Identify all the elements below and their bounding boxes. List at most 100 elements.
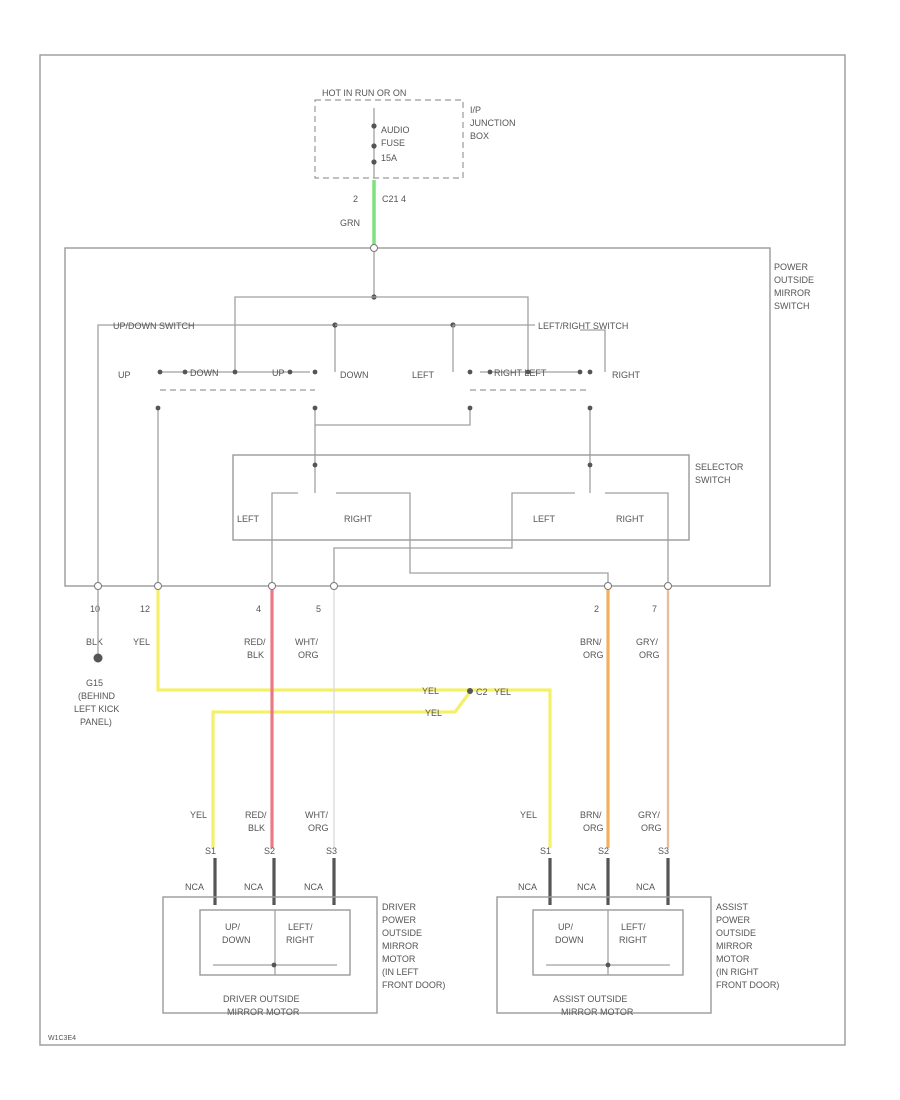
footer-code: W1C3E4 bbox=[48, 1035, 76, 1042]
pass-motor-a-2: DOWN bbox=[555, 935, 584, 945]
switch-label-1: POWER bbox=[774, 262, 809, 272]
yellow-wire-switch-to-splice bbox=[156, 590, 552, 848]
pass-neg-label: NCA bbox=[636, 882, 655, 892]
driver-title-1: DRIVER OUTSIDE bbox=[223, 994, 300, 1004]
ground-line-2: LEFT KICK bbox=[74, 704, 119, 714]
switch-label-4: SWITCH bbox=[774, 301, 810, 311]
pos-down-label: DOWN bbox=[190, 368, 219, 378]
selector-label-2: SWITCH bbox=[695, 475, 731, 485]
selector-label-1: SELECTOR bbox=[695, 462, 744, 472]
wire-color-label: ORG bbox=[298, 650, 319, 660]
wire-color-label: RED/ bbox=[244, 637, 266, 647]
feed-pin: 2 bbox=[353, 194, 358, 204]
driver-pin-label: S3 bbox=[326, 846, 337, 856]
pos-right-label: RIGHT bbox=[612, 370, 641, 380]
driver-wire-label: BLK bbox=[248, 823, 265, 833]
driver-wire-label: RED/ bbox=[245, 810, 267, 820]
pos-up2-label: UP bbox=[272, 368, 285, 378]
driver-wire-label: ORG bbox=[308, 823, 329, 833]
driver-side-label: MIRROR bbox=[382, 941, 419, 951]
pass-wire-label: GRY/ bbox=[638, 810, 660, 820]
splice-wire-a: YEL bbox=[422, 686, 439, 696]
pass-side-label: ASSIST bbox=[716, 902, 749, 912]
pass-motor-b-1: LEFT/ bbox=[621, 922, 646, 932]
selector-right-b: RIGHT bbox=[616, 514, 645, 524]
pass-motor-b-2: RIGHT bbox=[619, 935, 648, 945]
pin-label: 10 bbox=[90, 604, 100, 614]
feed-connector: C21 4 bbox=[382, 194, 406, 204]
ground-line-3: PANEL) bbox=[80, 717, 112, 727]
hot-label: HOT IN RUN OR ON bbox=[322, 88, 406, 98]
pin-label: 7 bbox=[652, 604, 657, 614]
pass-neg-label: NCA bbox=[577, 882, 596, 892]
pin-label: 12 bbox=[140, 604, 150, 614]
pin-label: 2 bbox=[594, 604, 599, 614]
pin-label: 5 bbox=[316, 604, 321, 614]
pos-left2-label: RIGHT LEFT bbox=[494, 368, 547, 378]
junction-label-2: JUNCTION bbox=[470, 118, 516, 128]
driver-mirror-box bbox=[162, 896, 378, 1014]
pass-pin-label: S3 bbox=[658, 846, 669, 856]
driver-title-2: MIRROR MOTOR bbox=[227, 1007, 300, 1017]
splice-dot bbox=[467, 688, 473, 694]
ground-icon bbox=[93, 653, 103, 663]
mirror-switch-box bbox=[64, 247, 771, 587]
pos-up-label: UP bbox=[118, 370, 131, 380]
wire-color-label: WHT/ bbox=[295, 637, 318, 647]
driver-neg-label: NCA bbox=[304, 882, 323, 892]
driver-neg-label: NCA bbox=[185, 882, 204, 892]
wire-color-label: ORG bbox=[639, 650, 660, 660]
driver-motor-b-2: RIGHT bbox=[286, 935, 315, 945]
selector-left-a: LEFT bbox=[237, 514, 260, 524]
driver-side-label: FRONT DOOR) bbox=[382, 980, 445, 990]
pass-pin-label: S2 bbox=[598, 846, 609, 856]
driver-side-label: OUTSIDE bbox=[382, 928, 422, 938]
fuse-label-1: AUDIO bbox=[381, 125, 410, 135]
selector-switch-box bbox=[232, 454, 690, 541]
splice-wire-c: YEL bbox=[425, 708, 442, 718]
pass-side-label: POWER bbox=[716, 915, 751, 925]
pos-left-label: LEFT bbox=[412, 370, 435, 380]
wire-color-label: YEL bbox=[133, 637, 150, 647]
driver-wire-label: WHT/ bbox=[305, 810, 328, 820]
driver-motor-a-2: DOWN bbox=[222, 935, 251, 945]
driver-motor-b-1: LEFT/ bbox=[288, 922, 313, 932]
driver-motor-a-1: UP/ bbox=[225, 922, 241, 932]
pass-side-label: FRONT DOOR) bbox=[716, 980, 779, 990]
driver-wire-label: YEL bbox=[190, 810, 207, 820]
feed-wire-color: GRN bbox=[340, 218, 360, 228]
switch-label-2: OUTSIDE bbox=[774, 275, 814, 285]
wire-color-label: BLK bbox=[247, 650, 264, 660]
pass-side-label: MIRROR bbox=[716, 941, 753, 951]
ground-line-1: (BEHIND bbox=[78, 691, 116, 701]
junction-label-1: I/P bbox=[470, 105, 481, 115]
pass-wire-label: ORG bbox=[641, 823, 662, 833]
pass-wire-label: YEL bbox=[520, 810, 537, 820]
driver-pin-label: S2 bbox=[264, 846, 275, 856]
driver-side-label: POWER bbox=[382, 915, 417, 925]
wire-color-label: ORG bbox=[583, 650, 604, 660]
leftright-switch-label: LEFT/RIGHT SWITCH bbox=[538, 321, 628, 331]
pass-neg-label: NCA bbox=[518, 882, 537, 892]
driver-pin-label: S1 bbox=[205, 846, 216, 856]
pass-title-1: ASSIST OUTSIDE bbox=[553, 994, 627, 1004]
wire-color-label: GRY/ bbox=[636, 637, 658, 647]
fuse-rating: 15A bbox=[381, 153, 397, 163]
pass-wire-label: BRN/ bbox=[580, 810, 602, 820]
splice-name: C2 bbox=[476, 687, 488, 697]
pass-side-label: OUTSIDE bbox=[716, 928, 756, 938]
switch-terminals bbox=[94, 582, 672, 590]
wire-color-label: BLK bbox=[86, 637, 103, 647]
pass-side-label: MOTOR bbox=[716, 954, 750, 964]
splice-wire-b: YEL bbox=[494, 687, 511, 697]
pass-motor-a-1: UP/ bbox=[558, 922, 574, 932]
pass-title-2: MIRROR MOTOR bbox=[561, 1007, 634, 1017]
driver-side-label: DRIVER bbox=[382, 902, 417, 912]
pass-pin-label: S1 bbox=[540, 846, 551, 856]
updown-switch-label: UP/DOWN SWITCH bbox=[113, 321, 195, 331]
junction-box: HOT IN RUN OR ON AUDIO FUSE 15A I/P JUNC… bbox=[314, 88, 516, 179]
pin-label: 4 bbox=[256, 604, 261, 614]
driver-neg-label: NCA bbox=[244, 882, 263, 892]
diagram-frame bbox=[39, 54, 846, 1046]
